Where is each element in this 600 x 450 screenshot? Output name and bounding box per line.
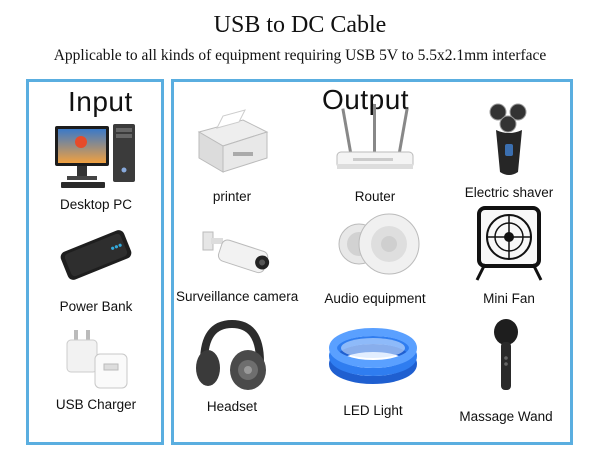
output-item-headset: Headset — [182, 318, 282, 414]
usb-charger-icon — [66, 330, 128, 389]
output-label-headset: Headset — [206, 399, 258, 414]
output-label-mini-fan: Mini Fan — [483, 291, 535, 306]
output-label-surveillance-camera: Surveillance camera — [176, 289, 299, 304]
output-item-router: Router — [312, 102, 438, 204]
output-item-led-light: LED Light — [318, 326, 428, 418]
input-item-power-bank: Power Bank — [40, 226, 152, 314]
output-item-audio-equipment: Audio equipment — [310, 210, 440, 306]
output-item-electric-shaver: Electric shaver — [454, 100, 564, 200]
output-label-massage-wand: Massage Wand — [459, 409, 553, 424]
output-label-router: Router — [354, 189, 396, 204]
output-item-surveillance-camera: Surveillance camera — [176, 226, 299, 304]
output-label-audio-equipment: Audio equipment — [324, 291, 426, 306]
electric-shaver-icon — [489, 103, 527, 175]
printer-icon — [197, 109, 269, 173]
router-icon — [336, 104, 414, 169]
output-panel — [171, 79, 573, 445]
output-item-printer: printer — [182, 102, 282, 204]
output-label-printer: printer — [212, 189, 252, 204]
massage-wand-icon — [494, 319, 518, 390]
input-item-usb-charger: USB Charger — [40, 326, 152, 412]
page-subtitle: Applicable to all kinds of equipment req… — [53, 47, 547, 64]
surveillance-camera-icon — [202, 231, 270, 274]
output-item-massage-wand: Massage Wand — [446, 318, 566, 424]
output-heading: Output — [322, 84, 410, 115]
input-heading: Input — [68, 86, 133, 117]
power-bank-icon — [60, 230, 132, 280]
output-label-electric-shaver: Electric shaver — [464, 185, 554, 200]
audio-equipment-icon — [338, 213, 420, 275]
mini-fan-icon — [475, 206, 543, 281]
output-label-led-light: LED Light — [343, 403, 403, 418]
input-item-desktop-pc: Desktop PC — [40, 120, 152, 212]
input-panel — [26, 79, 164, 445]
input-label-usb-charger: USB Charger — [55, 397, 137, 412]
page-title: USB to DC Cable — [213, 12, 387, 38]
input-label-power-bank: Power Bank — [59, 299, 133, 314]
output-item-mini-fan: Mini Fan — [454, 204, 564, 306]
desktop-pc-icon — [55, 124, 135, 188]
led-light-icon — [329, 328, 417, 384]
input-label-desktop-pc: Desktop PC — [59, 197, 133, 212]
headset-icon — [196, 319, 266, 390]
